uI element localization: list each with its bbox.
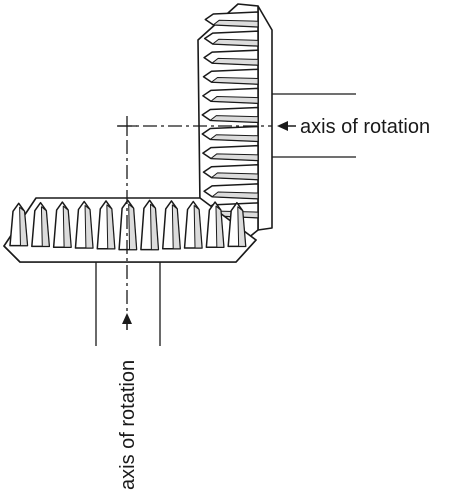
vertical-gear-teeth <box>201 11 259 219</box>
axis-arrow-vertical <box>122 313 132 330</box>
vertical-gear-tooth-flank <box>211 57 259 66</box>
horizontal-gear-tooth-flank <box>193 205 203 249</box>
horizontal-gear-tooth-flank <box>215 205 225 248</box>
vertical-gear-tooth-flank <box>209 134 259 142</box>
vertical-gear-tooth-flank <box>212 38 259 47</box>
horizontal-gear-tooth-flank <box>62 205 72 248</box>
vertical-gear-tooth-flank <box>209 115 259 123</box>
axis-lines <box>117 116 272 318</box>
horizontal-bevel-gear <box>3 197 257 263</box>
horizontal-gear-tooth-flank <box>128 203 138 251</box>
vertical-gear-tooth-flank <box>212 19 259 28</box>
vertical-gear-tooth-flank <box>211 76 259 85</box>
vertical-gear-tooth-flank <box>211 191 259 200</box>
shaft-lines <box>95 93 356 346</box>
horizontal-gear-tooth-flank <box>40 206 50 247</box>
vertical-gear-rim <box>257 5 273 231</box>
horizontal-gear-tooth-flank <box>84 205 94 249</box>
axis-label-vertical: axis of rotation <box>117 360 139 490</box>
horizontal-gear-tooth-flank <box>171 204 181 250</box>
horizontal-gear-tooth-flank <box>106 204 116 250</box>
horizontal-gear-tooth-flank <box>237 206 247 247</box>
vertical-gear-tooth-flank <box>211 172 259 181</box>
axis-label-horizontal: axis of rotation <box>300 116 430 138</box>
vertical-gear-tooth-flank <box>210 153 259 162</box>
horizontal-gear-tooth-flank <box>19 206 28 247</box>
axis-arrow-horizontal <box>277 121 296 131</box>
horizontal-gear-tooth-flank <box>150 203 159 251</box>
vertical-gear-tooth-flank <box>210 96 259 104</box>
horizontal-gear-teeth <box>9 199 247 251</box>
